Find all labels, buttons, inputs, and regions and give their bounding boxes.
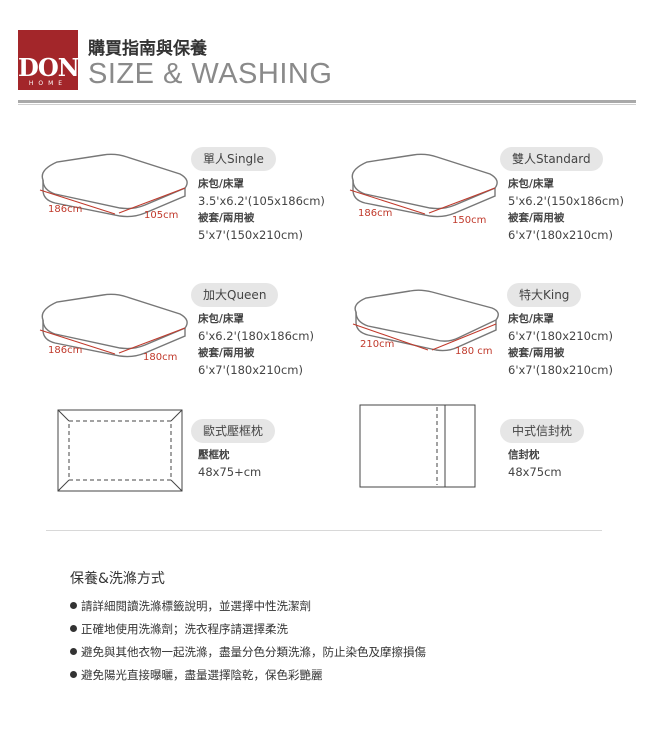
pillow-euro-illustration [57,409,183,492]
spec-label: 被套/兩用被 [508,347,565,359]
size-pill-queen: 加大Queen [191,283,279,307]
dimension-label: 186cm [48,345,83,356]
care-item-text: 正確地使用洗滌劑；洗衣程序請選擇柔洗 [81,622,288,636]
size-spec-single: 床包/床罩 3.5'x6.2'(105x186cm) 被套/兩用被 5'x7'(… [198,176,325,244]
spec-label: 被套/兩用被 [198,347,255,359]
size-pill-standard: 雙人Standard [500,147,603,171]
spec-value: 6'x6.2'(180x186cm) [198,329,314,343]
mattress-standard-illustration [349,153,498,218]
size-spec-king: 床包/床罩 6'x7'(180x210cm) 被套/兩用被 6'x7'(180x… [508,311,613,379]
pillow-spec-envelope: 信封枕 48x75cm [508,447,562,481]
pillow-pill-euro: 歐式壓框枕 [191,419,276,443]
spec-value: 48x75cm [508,465,562,479]
care-title: 保養&洗滌方式 [70,571,165,587]
size-pill-king: 特大King [507,283,582,307]
size-spec-queen: 床包/床罩 6'x6.2'(180x186cm) 被套/兩用被 6'x7'(18… [198,311,314,379]
page-title: 購買指南與保養 [88,39,207,59]
logo-subtext: HOME [28,80,68,87]
mattress-single-illustration [39,153,188,218]
care-item: 避免與其他衣物一起洗滌，盡量分色分類洗滌，防止染色及摩擦損傷 [70,643,426,666]
mattress-king-illustration [352,289,499,352]
spec-value: 6'x7'(180x210cm) [508,363,613,377]
care-item: 正確地使用洗滌劑；洗衣程序請選擇柔洗 [70,620,426,643]
size-pill-single: 單人Single [191,147,276,171]
spec-label: 被套/兩用被 [198,212,255,224]
size-spec-standard: 床包/床罩 5'x6.2'(150x186cm) 被套/兩用被 6'x7'(18… [508,176,624,244]
dimension-label: 186cm [358,208,393,219]
pillow-pill-envelope: 中式信封枕 [500,419,585,443]
pillow-envelope-illustration [359,404,476,488]
spec-value: 6'x7'(180x210cm) [198,363,303,377]
header-divider [18,100,636,103]
care-item-text: 避免與其他衣物一起洗滌，盡量分色分類洗滌，防止染色及摩擦損傷 [81,645,426,659]
dimension-label: 180cm [143,352,178,363]
spec-label: 床包/床罩 [198,178,244,190]
care-item-text: 避免陽光直接曝曬，盡量選擇陰乾，保色彩艷麗 [81,668,323,682]
care-item: 請詳細閱讀洗滌標籤說明，並選擇中性洗潔劑 [70,597,426,620]
page-subtitle: SIZE & WASHING [88,58,333,90]
care-list: 請詳細閱讀洗滌標籤說明，並選擇中性洗潔劑 正確地使用洗滌劑；洗衣程序請選擇柔洗 … [70,597,426,689]
care-item-text: 請詳細閱讀洗滌標籤說明，並選擇中性洗潔劑 [81,599,311,613]
dimension-label: 105cm [144,210,179,221]
bullet-icon [70,648,77,655]
logo-text: DON [18,53,80,82]
spec-label: 壓框枕 [198,449,230,461]
care-item: 避免陽光直接曝曬，盡量選擇陰乾，保色彩艷麗 [70,666,426,689]
section-divider [46,530,602,531]
brand-logo: DON HOME [18,30,80,90]
spec-label: 被套/兩用被 [508,212,565,224]
spec-value: 6'x7'(180x210cm) [508,228,613,242]
spec-label: 床包/床罩 [198,313,244,325]
bullet-icon [70,671,77,678]
dimension-label: 186cm [48,204,83,215]
spec-value: 6'x7'(180x210cm) [508,329,613,343]
mattress-queen-illustration [39,293,188,358]
spec-label: 床包/床罩 [508,313,554,325]
dimension-label: 210cm [360,339,395,350]
spec-value: 5'x7'(150x210cm) [198,228,303,242]
bullet-icon [70,625,77,632]
spec-value: 5'x6.2'(150x186cm) [508,194,624,208]
header-divider-thin [18,104,636,105]
spec-value: 3.5'x6.2'(105x186cm) [198,194,325,208]
spec-value: 48x75+cm [198,465,262,479]
spec-label: 信封枕 [508,449,540,461]
pillow-spec-euro: 壓框枕 48x75+cm [198,447,261,481]
dimension-label: 180 cm [455,346,493,357]
bullet-icon [70,602,77,609]
dimension-label: 150cm [452,215,487,226]
spec-label: 床包/床罩 [508,178,554,190]
